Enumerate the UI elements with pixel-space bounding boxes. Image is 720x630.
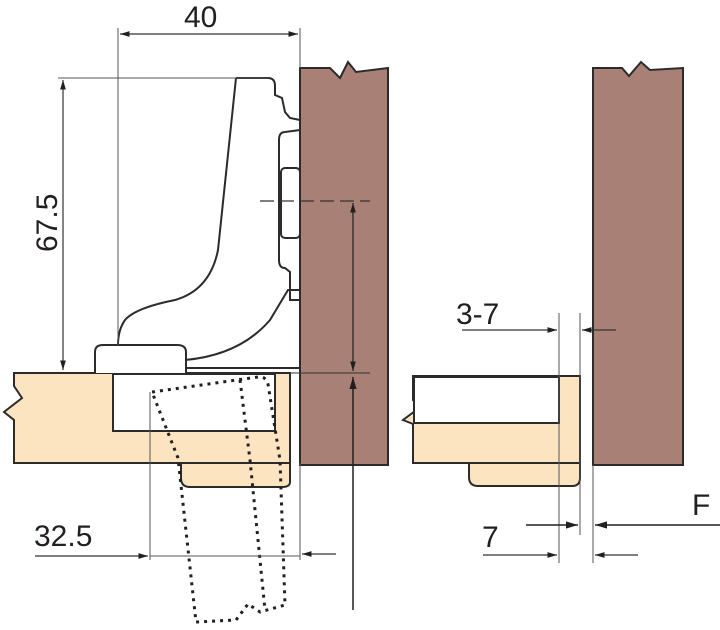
hinge-arm	[184, 77, 301, 369]
dim-cup-width: 40	[184, 1, 217, 34]
cabinet-wall-left	[299, 60, 389, 466]
door-right-bottom	[468, 462, 581, 487]
dim-hinge-height: 67.5	[31, 194, 64, 252]
door-right-recess	[413, 376, 560, 424]
hinge-base-plate	[94, 344, 187, 373]
hinge-cup-bottom	[180, 462, 291, 488]
hinge-slot	[280, 167, 301, 239]
open-door-inner-outline	[238, 379, 267, 611]
dim-overlay: 7	[482, 521, 499, 554]
dim-cup-distance: 32.5	[34, 520, 92, 553]
cabinet-wall-right	[592, 60, 684, 466]
cup-recess	[112, 373, 276, 432]
hinge-arm-curve	[117, 77, 237, 346]
dim-gap-range: 3-7	[456, 298, 499, 331]
dim-overlay-label: F	[692, 489, 710, 522]
